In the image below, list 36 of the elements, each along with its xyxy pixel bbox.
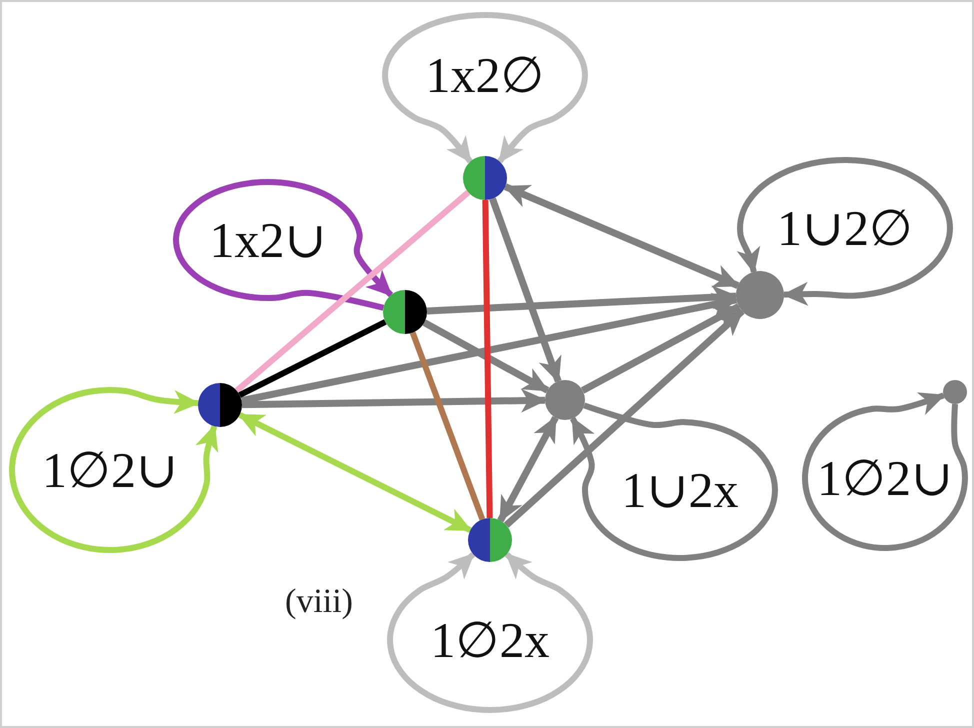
loop-label: 1x2∪	[210, 215, 326, 265]
loop-label: 1x2∅	[426, 50, 544, 100]
connector-line	[234, 190, 470, 393]
arrow	[504, 308, 745, 528]
connector-line	[482, 200, 493, 518]
state-dot	[463, 156, 507, 200]
loop-label: 1∅2∪	[817, 453, 953, 503]
self-loop-arrow	[173, 179, 394, 311]
state-dot	[383, 290, 427, 334]
state-dot	[198, 383, 242, 427]
self-loop-arrow	[802, 392, 968, 551]
loop-label: 1∅2x	[430, 615, 550, 665]
panel-label: (viii)	[285, 583, 353, 621]
arrow	[242, 388, 547, 413]
arrow	[426, 285, 738, 314]
arrow	[238, 412, 472, 533]
loop-label: 1∅2∪	[42, 445, 178, 495]
self-loop-arrow	[736, 157, 953, 306]
state-dot	[545, 380, 585, 420]
arrow	[580, 303, 741, 394]
self-loop-arrow	[387, 552, 593, 713]
arrow	[489, 198, 562, 384]
arrow	[240, 292, 738, 404]
state-dot	[468, 518, 512, 562]
state-dot	[943, 380, 967, 404]
self-loop-arrow	[570, 402, 778, 561]
loop-label: 1∪2∅	[777, 203, 913, 253]
connector-line	[238, 319, 387, 398]
state-dot	[736, 271, 784, 319]
connector-line	[410, 332, 486, 520]
arrow	[497, 416, 559, 522]
arrow	[422, 320, 550, 394]
arrow	[503, 183, 740, 289]
self-loop-arrow	[9, 387, 218, 553]
self-loop-arrow	[382, 12, 588, 164]
loop-label: 1∪2x	[622, 465, 738, 515]
